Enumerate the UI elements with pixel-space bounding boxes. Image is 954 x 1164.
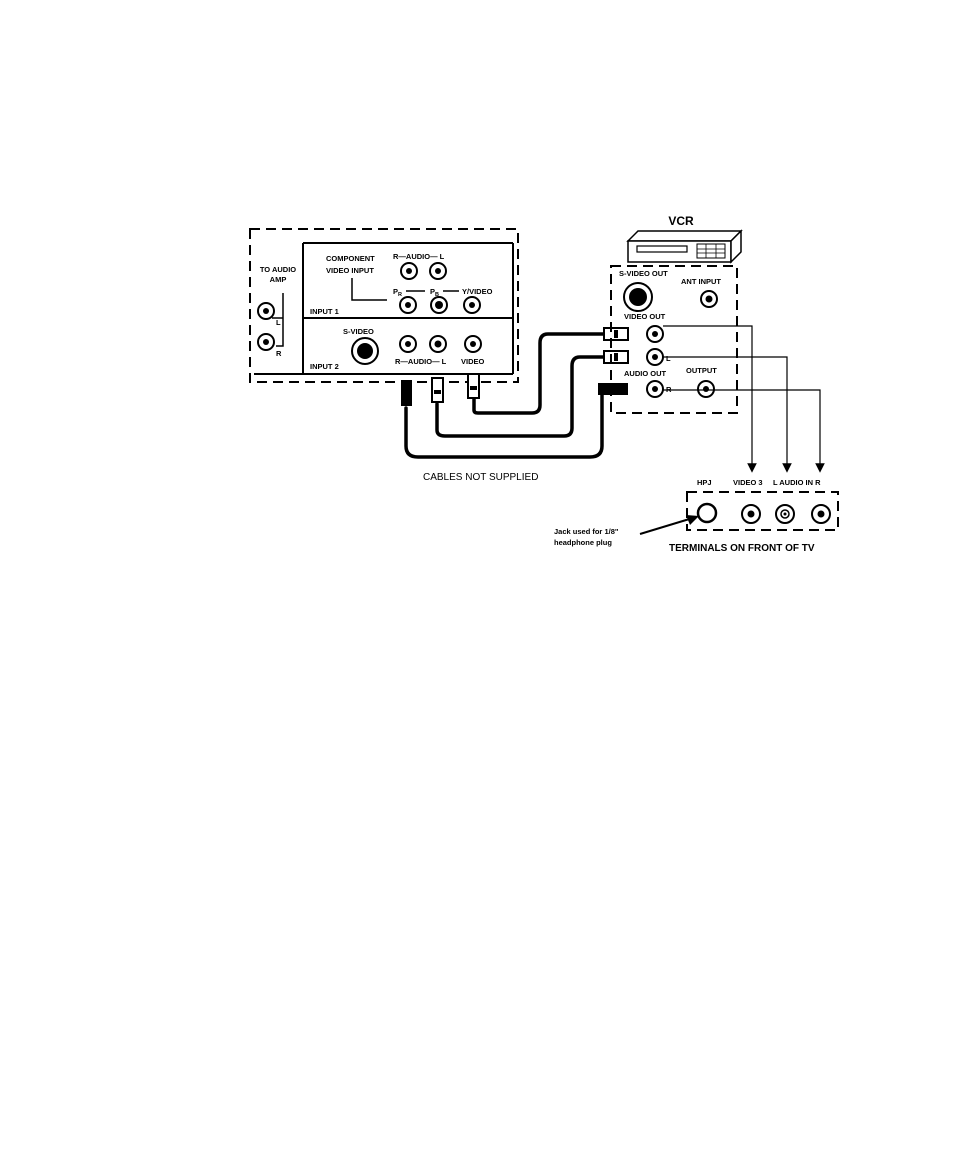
vcr-audio-r-plug bbox=[598, 383, 628, 395]
vcr-output-label: OUTPUT bbox=[686, 366, 717, 375]
hpj-jack bbox=[698, 504, 716, 522]
input2-audio-l-core bbox=[435, 341, 442, 348]
front-routing-lines bbox=[663, 326, 820, 468]
vcr-audio-l-core bbox=[652, 354, 658, 360]
vcr-ant-input-label: ANT INPUT bbox=[681, 277, 721, 286]
pr-label: PR bbox=[393, 287, 402, 298]
vcr: VCR S-VIDEO OUT ANT INPUT VIDEO OUT L AU… bbox=[611, 214, 741, 413]
jack-note-1: Jack used for 1/8" bbox=[554, 527, 619, 536]
input1-label: INPUT 1 bbox=[310, 307, 339, 316]
vcr-icon bbox=[628, 231, 741, 262]
svideo-label: S-VIDEO bbox=[343, 327, 374, 336]
amp-r-label: R bbox=[276, 349, 282, 358]
vcr-svideo-out-label: S-VIDEO OUT bbox=[619, 269, 668, 278]
vcr-title: VCR bbox=[668, 214, 694, 228]
svideo-plug bbox=[401, 380, 412, 406]
audio-label-bottom: R—AUDIO— L bbox=[395, 357, 447, 366]
input1-audio-r-core bbox=[406, 268, 412, 274]
input2-audio-r-core bbox=[405, 341, 411, 347]
jack-note-2: headphone plug bbox=[554, 538, 612, 547]
pb-jack-core bbox=[435, 301, 443, 309]
vcr-panel-outline bbox=[611, 266, 737, 413]
front-terminals-caption: TERMINALS ON FRONT OF TV bbox=[669, 543, 815, 554]
y-video-jack-core bbox=[469, 302, 475, 308]
hpj-label: HPJ bbox=[697, 478, 712, 487]
tv-back-panel: TO AUDIO AMP L R COMPONENT VIDEO INPUT R… bbox=[250, 229, 518, 382]
vcr-audio-r-core bbox=[652, 386, 658, 392]
cables-note: CABLES NOT SUPPLIED bbox=[423, 472, 538, 483]
component-label-2: VIDEO INPUT bbox=[326, 266, 374, 275]
front-terminals: HPJ VIDEO 3 L AUDIO IN R Jack used for 1… bbox=[554, 478, 838, 554]
vcr-svideo-inner bbox=[629, 288, 647, 306]
to-audio-amp-label-2: AMP bbox=[270, 275, 287, 284]
audio-label-top: R—AUDIO— L bbox=[393, 252, 445, 261]
vcr-video-out-label: VIDEO OUT bbox=[624, 312, 666, 321]
vcr-audio-l-label: L bbox=[666, 354, 671, 363]
vcr-ant-core bbox=[706, 296, 713, 303]
input2-label: INPUT 2 bbox=[310, 362, 339, 371]
component-bracket bbox=[352, 278, 387, 300]
amp-l-label: L bbox=[276, 318, 281, 327]
tv-side-plugs bbox=[401, 374, 479, 406]
component-label-1: COMPONENT bbox=[326, 254, 375, 263]
video3-label: VIDEO 3 bbox=[733, 478, 763, 487]
video3-core bbox=[748, 511, 755, 518]
vcr-audio-out-label: AUDIO OUT bbox=[624, 369, 667, 378]
pr-jack-core bbox=[405, 302, 411, 308]
y-video-label: Y/VIDEO bbox=[462, 287, 493, 296]
audio-l-cable bbox=[437, 357, 604, 436]
vcr-output-core bbox=[703, 386, 709, 392]
input2-video-core bbox=[470, 341, 476, 347]
vcr-side-plugs bbox=[598, 328, 628, 395]
audio-r-route-line bbox=[663, 390, 820, 468]
vcr-video-out-core bbox=[652, 331, 658, 337]
amp-l-jack-core bbox=[263, 308, 269, 314]
video-label: VIDEO bbox=[461, 357, 485, 366]
input1-audio-l-core bbox=[435, 268, 441, 274]
input2-svideo-inner bbox=[357, 343, 373, 359]
laudio-label: L AUDIO IN R bbox=[773, 478, 821, 487]
front-audio-r-core bbox=[818, 511, 825, 518]
to-audio-amp-label-1: TO AUDIO bbox=[260, 265, 296, 274]
amp-r-jack-core bbox=[263, 339, 269, 345]
